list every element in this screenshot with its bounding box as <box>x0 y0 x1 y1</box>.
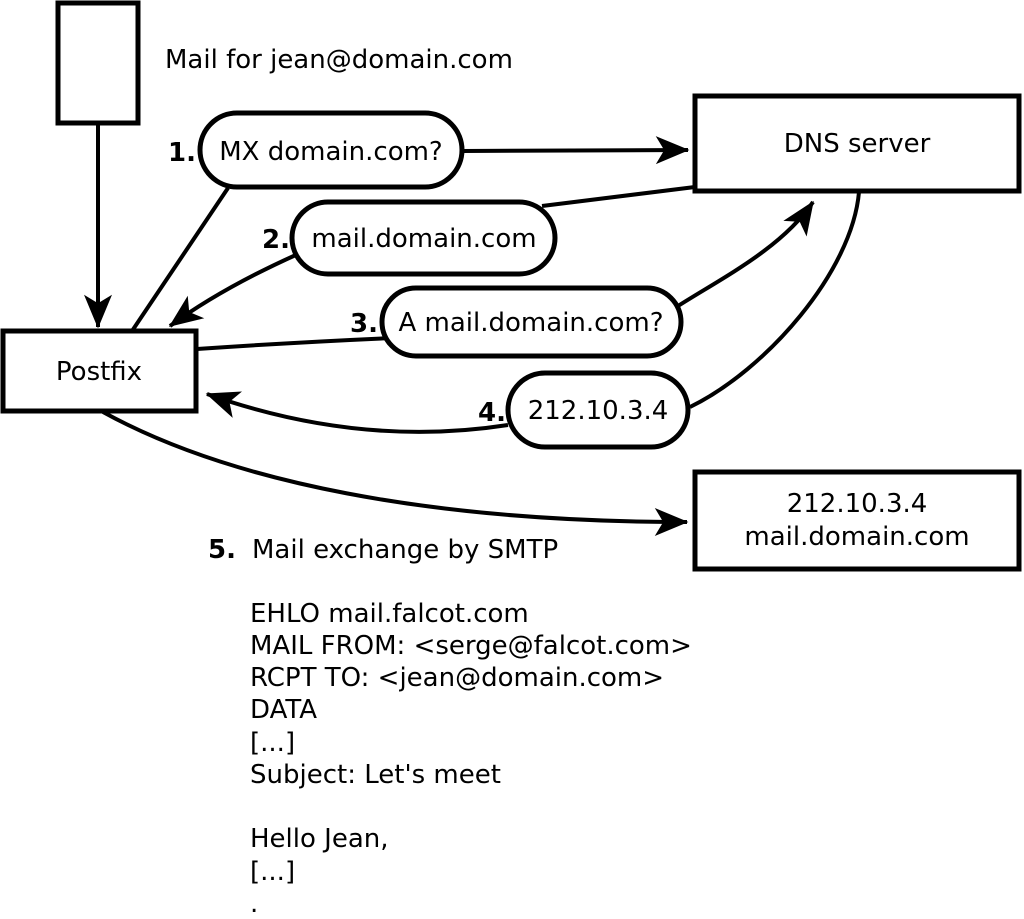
step4-number: 4. <box>478 398 506 428</box>
reply2-bubble <box>289 199 558 277</box>
step1-number: 1. <box>168 138 196 168</box>
dns-server-label: DNS server <box>784 129 931 159</box>
smtp-line: [...] <box>250 857 295 887</box>
smtp-line: MAIL FROM: <serge@falcot.com> <box>250 631 692 661</box>
postfix-label: Postfix <box>56 357 142 387</box>
smtp-session-block: EHLO mail.falcot.com MAIL FROM: <serge@f… <box>250 599 692 919</box>
step5-number: 5. <box>208 535 236 565</box>
query3-label: A mail.domain.com? <box>399 308 664 338</box>
arrow-query3-to-dns <box>676 200 815 308</box>
reply4-label: 212.10.3.4 <box>528 396 669 426</box>
mail-document-shape <box>55 0 141 126</box>
smtp-line: EHLO mail.falcot.com <box>250 599 529 629</box>
smtp-line: [...] <box>250 728 295 758</box>
step3-number: 3. <box>350 309 378 339</box>
reply4-bubble <box>505 370 691 450</box>
diagram-title: Mail for jean@domain.com <box>165 45 513 75</box>
smtp-line: . <box>250 889 258 919</box>
line-dns-to-reply4 <box>689 191 861 409</box>
mailserver-node <box>692 469 1022 572</box>
arrow-reply4-to-postfix <box>205 391 509 434</box>
reply2-label: mail.domain.com <box>311 224 536 254</box>
dns-server-node <box>692 93 1022 194</box>
line-postfix-to-query1 <box>130 186 230 333</box>
step5-label: Mail exchange by SMTP <box>252 535 558 565</box>
smtp-line: DATA <box>250 695 317 725</box>
query1-bubble <box>197 110 465 190</box>
smtp-line: Subject: Let's meet <box>250 760 501 790</box>
step2-number: 2. <box>262 225 290 255</box>
smtp-line: RCPT TO: <jean@domain.com> <box>250 663 664 693</box>
query1-label: MX domain.com? <box>219 137 442 167</box>
arrow-reply2-to-postfix <box>168 252 299 328</box>
line-postfix-to-query3 <box>196 336 393 351</box>
arrow-postfix-to-mailserver <box>102 410 689 536</box>
arrow-query1-to-dns <box>462 136 690 165</box>
line-dns-to-reply2 <box>541 185 696 208</box>
postfix-node <box>0 328 199 414</box>
query3-bubble <box>379 285 684 359</box>
mailserver-ip-label: 212.10.3.4 <box>787 489 928 519</box>
smtp-line: Hello Jean, <box>250 824 389 854</box>
mailserver-hostname-label: mail.domain.com <box>744 522 969 552</box>
